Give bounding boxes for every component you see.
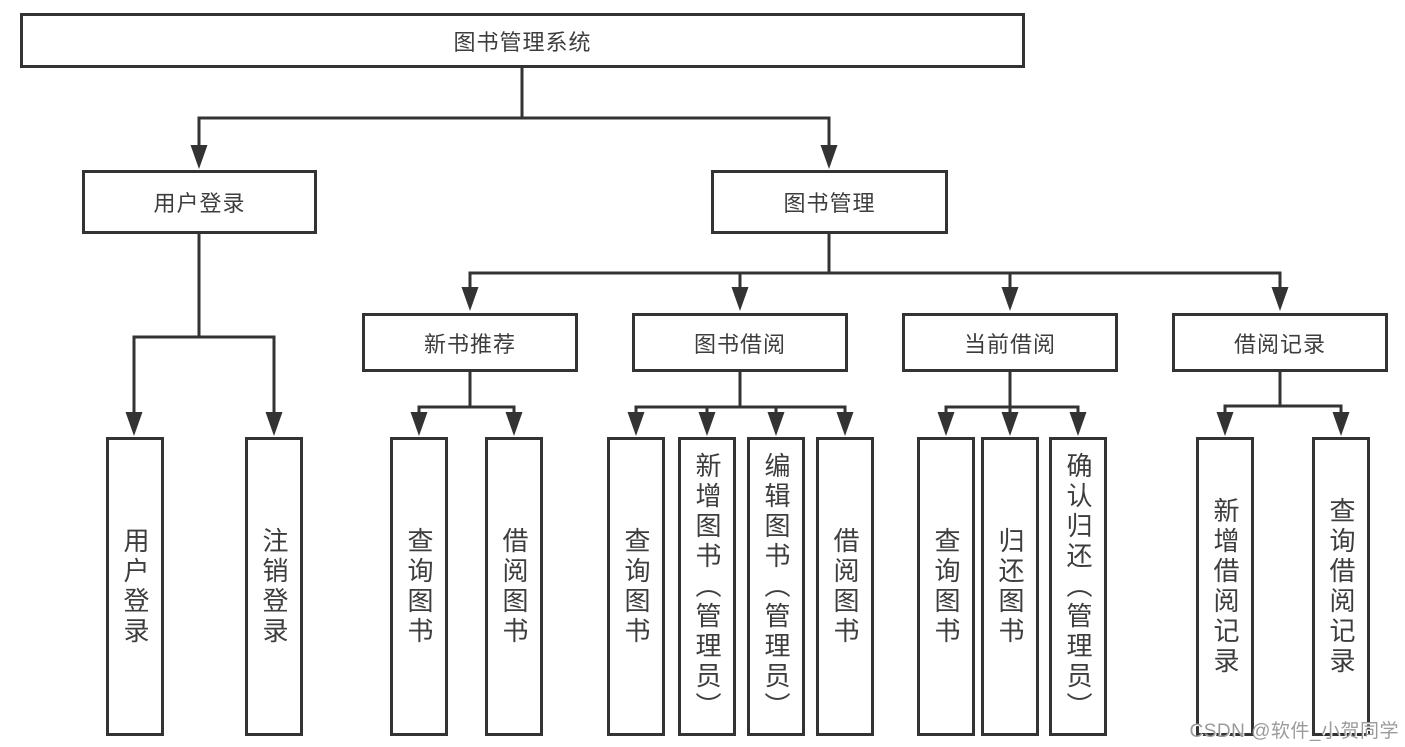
node-user-login: 用户登录 <box>82 170 317 234</box>
node-leaf-add-books-admin: 新增图书（管理员） <box>678 437 736 736</box>
node-leaf-label: 新增借阅记录 <box>1210 496 1240 677</box>
node-leaf-label: 用户登录 <box>120 526 150 647</box>
node-leaf-user-login: 用户登录 <box>106 437 164 736</box>
node-root-label: 图书管理系统 <box>453 29 592 55</box>
node-leaf-label: 新增图书（管理员） <box>692 451 722 722</box>
node-leaf-query-books-3: 查询图书 <box>917 437 975 736</box>
node-new-book-recommend-label: 新书推荐 <box>423 331 516 357</box>
arrowhead-icons <box>125 145 1350 436</box>
node-leaf-label: 确认归还（管理员） <box>1063 451 1093 722</box>
node-leaf-return-books: 归还图书 <box>981 437 1039 736</box>
node-leaf-logout: 注销登录 <box>245 437 303 736</box>
node-leaf-query-borrow-record: 查询借阅记录 <box>1312 437 1370 736</box>
node-leaf-add-borrow-record: 新增借阅记录 <box>1196 437 1254 736</box>
node-book-borrow-label: 图书借阅 <box>693 331 786 357</box>
node-current-borrow: 当前借阅 <box>902 313 1118 372</box>
node-leaf-label: 查询图书 <box>404 526 434 647</box>
node-leaf-edit-books-admin: 编辑图书（管理员） <box>747 437 805 736</box>
node-book-management-label: 图书管理 <box>783 191 876 216</box>
node-new-book-recommend: 新书推荐 <box>362 313 578 372</box>
node-current-borrow-label: 当前借阅 <box>963 331 1056 357</box>
node-leaf-confirm-return-admin: 确认归还（管理员） <box>1049 437 1107 736</box>
node-leaf-label: 查询图书 <box>931 526 961 647</box>
node-leaf-query-books-2: 查询图书 <box>607 437 665 736</box>
node-leaf-label: 借阅图书 <box>499 526 529 647</box>
node-book-borrow: 图书借阅 <box>632 313 848 372</box>
node-leaf-label: 查询图书 <box>621 526 651 647</box>
node-leaf-label: 借阅图书 <box>830 526 860 647</box>
node-borrow-records: 借阅记录 <box>1172 313 1388 372</box>
node-user-login-label: 用户登录 <box>153 191 246 216</box>
csdn-watermark: CSDN @软件_小贺同学 <box>1189 721 1399 742</box>
node-leaf-label: 编辑图书（管理员） <box>761 451 791 722</box>
node-leaf-query-books-1: 查询图书 <box>390 437 448 736</box>
node-leaf-borrow-books-2: 借阅图书 <box>816 437 874 736</box>
node-leaf-label: 查询借阅记录 <box>1326 496 1356 677</box>
node-borrow-records-label: 借阅记录 <box>1233 331 1326 357</box>
node-leaf-label: 注销登录 <box>259 526 289 647</box>
node-book-management: 图书管理 <box>711 170 948 234</box>
node-leaf-label: 归还图书 <box>995 526 1025 647</box>
node-leaf-borrow-books-1: 借阅图书 <box>485 437 543 736</box>
node-root: 图书管理系统 <box>20 13 1025 68</box>
